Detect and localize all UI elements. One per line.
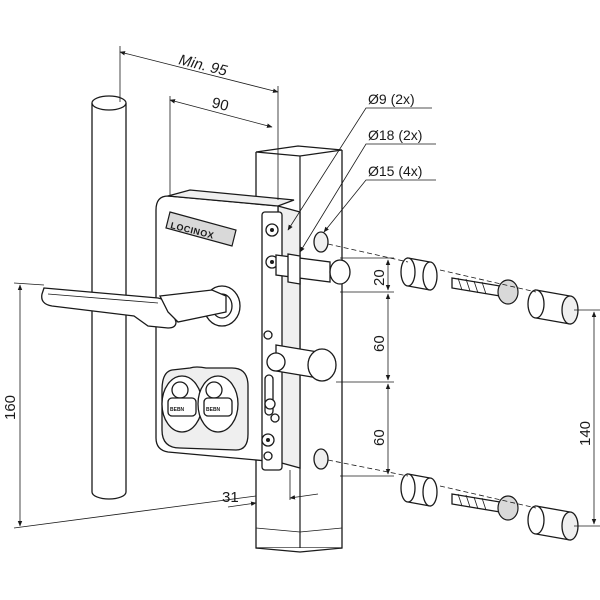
dimension-fixing-span: 140 — [574, 309, 600, 527]
callout-hole-small-label: Ø9 (2x) — [368, 91, 415, 107]
forend-screws — [261, 223, 279, 461]
dimension-bolt-spacing: 20 60 60 — [336, 257, 394, 477]
dimension-width: 90 — [169, 94, 273, 196]
dim-height-label: 160 — [2, 395, 19, 420]
dimension-total-height: 160 — [2, 282, 257, 529]
cylinder-housing: BEBN BEBN — [161, 366, 249, 451]
callout-hole-small: Ø9 (2x) — [287, 91, 432, 231]
dim-spacing-top-label: 20 — [371, 269, 388, 286]
latch-bolts — [264, 253, 351, 423]
door-handle[interactable] — [41, 285, 241, 329]
alignment-lines — [327, 243, 537, 509]
dimension-depth: 31 — [222, 470, 319, 510]
dimension-min-width: Min. 95 — [119, 46, 279, 200]
dim-fixing-span-label: 140 — [577, 421, 594, 446]
callout-hole-medium: Ø15 (4x) — [323, 163, 436, 233]
dim-width-label: 90 — [210, 94, 230, 115]
cylinder-marking-right: BEBN — [206, 407, 221, 413]
callout-hole-large: Ø18 (2x) — [299, 127, 436, 253]
tube-holes — [313, 231, 329, 470]
dim-spacing-bottom-label: 60 — [371, 429, 388, 446]
dim-depth-label: 31 — [222, 489, 239, 506]
callout-hole-medium-label: Ø15 (4x) — [368, 163, 422, 179]
fixing-set-bottom — [400, 473, 579, 541]
fixing-set-top — [400, 257, 579, 325]
dim-min-width-label: Min. 95 — [177, 51, 229, 80]
callout-hole-large-label: Ø18 (2x) — [368, 127, 422, 143]
cylinder-marking-left: BEBN — [170, 407, 185, 413]
dim-spacing-middle-label: 60 — [371, 335, 388, 352]
